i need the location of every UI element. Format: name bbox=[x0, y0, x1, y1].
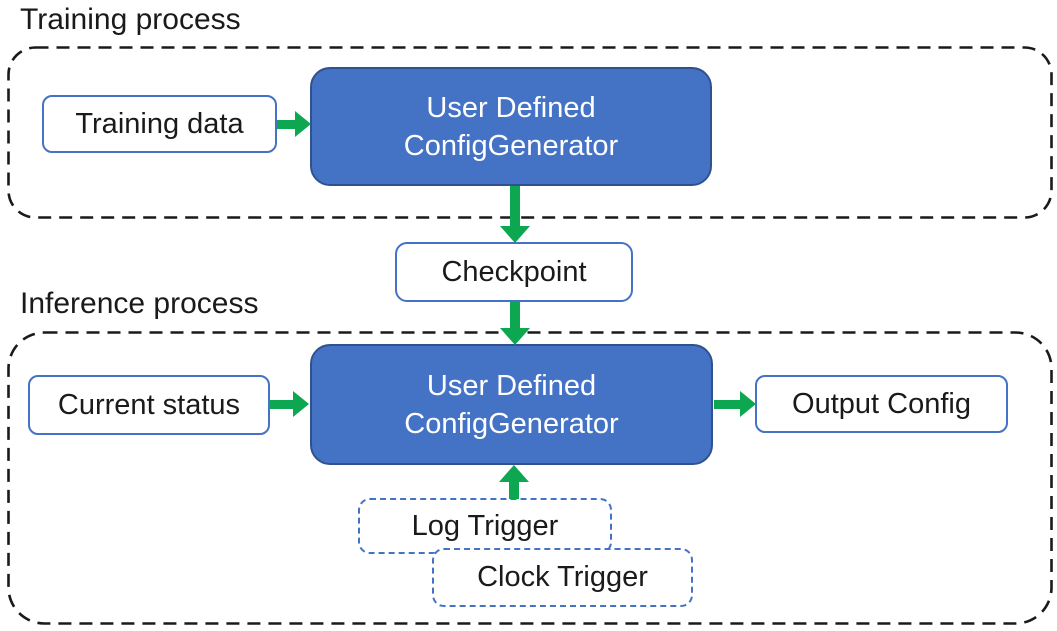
output-config-label: Output Config bbox=[792, 387, 971, 420]
arrow-shaft bbox=[714, 399, 740, 409]
arrow-shaft bbox=[269, 399, 293, 409]
log-trigger-label: Log Trigger bbox=[411, 509, 559, 542]
arrow-training-data-to-generator bbox=[277, 111, 311, 137]
inference-section-frame bbox=[7, 331, 1053, 625]
training-generator-line2: ConfigGenerator bbox=[403, 129, 619, 162]
arrow-shaft bbox=[509, 482, 519, 499]
training-generator-line1: User Defined bbox=[426, 91, 596, 124]
arrow-triggers-to-generator bbox=[499, 465, 529, 499]
inference-section-label: Inference process bbox=[20, 287, 259, 320]
current-status-label: Current status bbox=[57, 388, 241, 421]
training-data-box: Training data bbox=[42, 95, 277, 153]
arrow-head-icon bbox=[500, 328, 530, 345]
checkpoint-label: Checkpoint bbox=[441, 255, 587, 288]
log-trigger-box: Log Trigger bbox=[358, 498, 612, 554]
clock-trigger-box: Clock Trigger bbox=[432, 548, 693, 607]
current-status-box: Current status bbox=[28, 375, 270, 435]
arrow-head-icon bbox=[499, 465, 529, 482]
inference-generator-line2: ConfigGenerator bbox=[404, 407, 619, 440]
arrow-current-status-to-generator bbox=[269, 391, 309, 417]
training-generator-box: User Defined ConfigGenerator bbox=[310, 67, 712, 186]
arrow-head-icon bbox=[295, 111, 311, 137]
inference-generator-box: User Defined ConfigGenerator bbox=[310, 344, 713, 465]
arrow-generator-to-checkpoint bbox=[500, 186, 530, 243]
arrow-shaft bbox=[277, 119, 295, 129]
arrow-head-icon bbox=[293, 391, 309, 417]
arrow-shaft bbox=[510, 301, 520, 328]
inference-generator-line1: User Defined bbox=[426, 369, 597, 402]
training-data-label: Training data bbox=[75, 107, 244, 140]
arrow-generator-to-output-config bbox=[714, 391, 756, 417]
arrow-head-icon bbox=[500, 226, 530, 243]
checkpoint-box: Checkpoint bbox=[395, 242, 633, 302]
arrow-checkpoint-to-generator bbox=[500, 301, 530, 345]
arrow-head-icon bbox=[740, 391, 756, 417]
output-config-box: Output Config bbox=[755, 375, 1008, 433]
training-section-label: Training process bbox=[20, 3, 241, 36]
clock-trigger-label: Clock Trigger bbox=[477, 561, 648, 593]
training-section-frame bbox=[7, 46, 1053, 219]
arrow-shaft bbox=[510, 186, 520, 226]
